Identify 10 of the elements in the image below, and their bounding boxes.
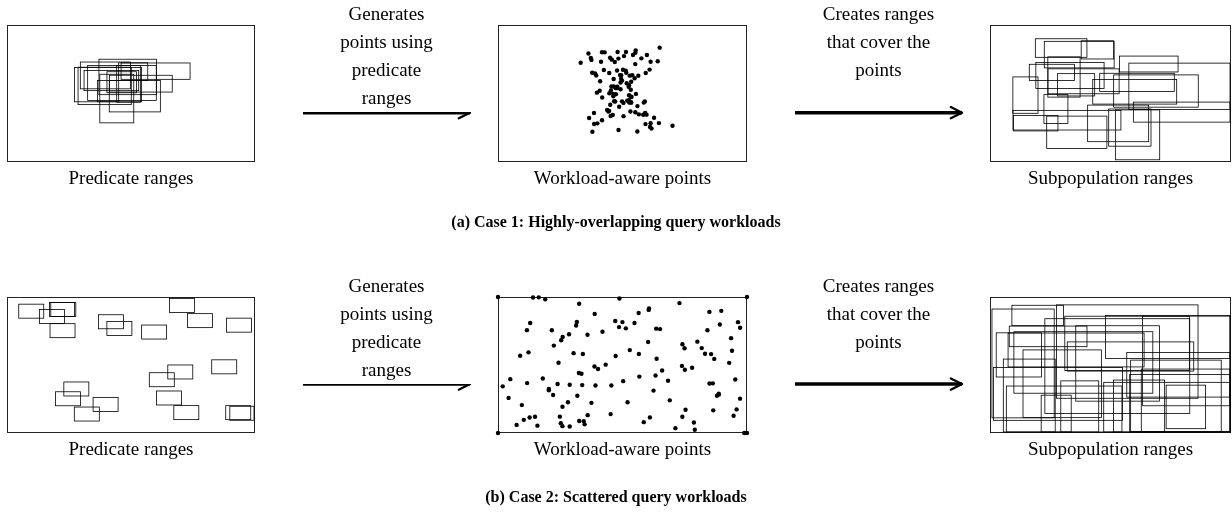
image-caption: Predicate ranges [67, 438, 195, 460]
image-caption: Subpopulation ranges [1026, 167, 1195, 189]
subfigure-caption: (a) Case 1: Highly-overlapping query workloads [450, 213, 782, 231]
image-caption: Workload-aware points [532, 167, 713, 189]
subfigure-caption: (b) Case 2: Scattered query workloads [484, 488, 748, 506]
arrow [795, 377, 964, 391]
image-caption: Predicate ranges [67, 167, 195, 189]
image-caption: Subpopulation ranges [1026, 438, 1195, 460]
arrow [795, 105, 964, 120]
image-caption: Workload-aware points [532, 438, 713, 460]
